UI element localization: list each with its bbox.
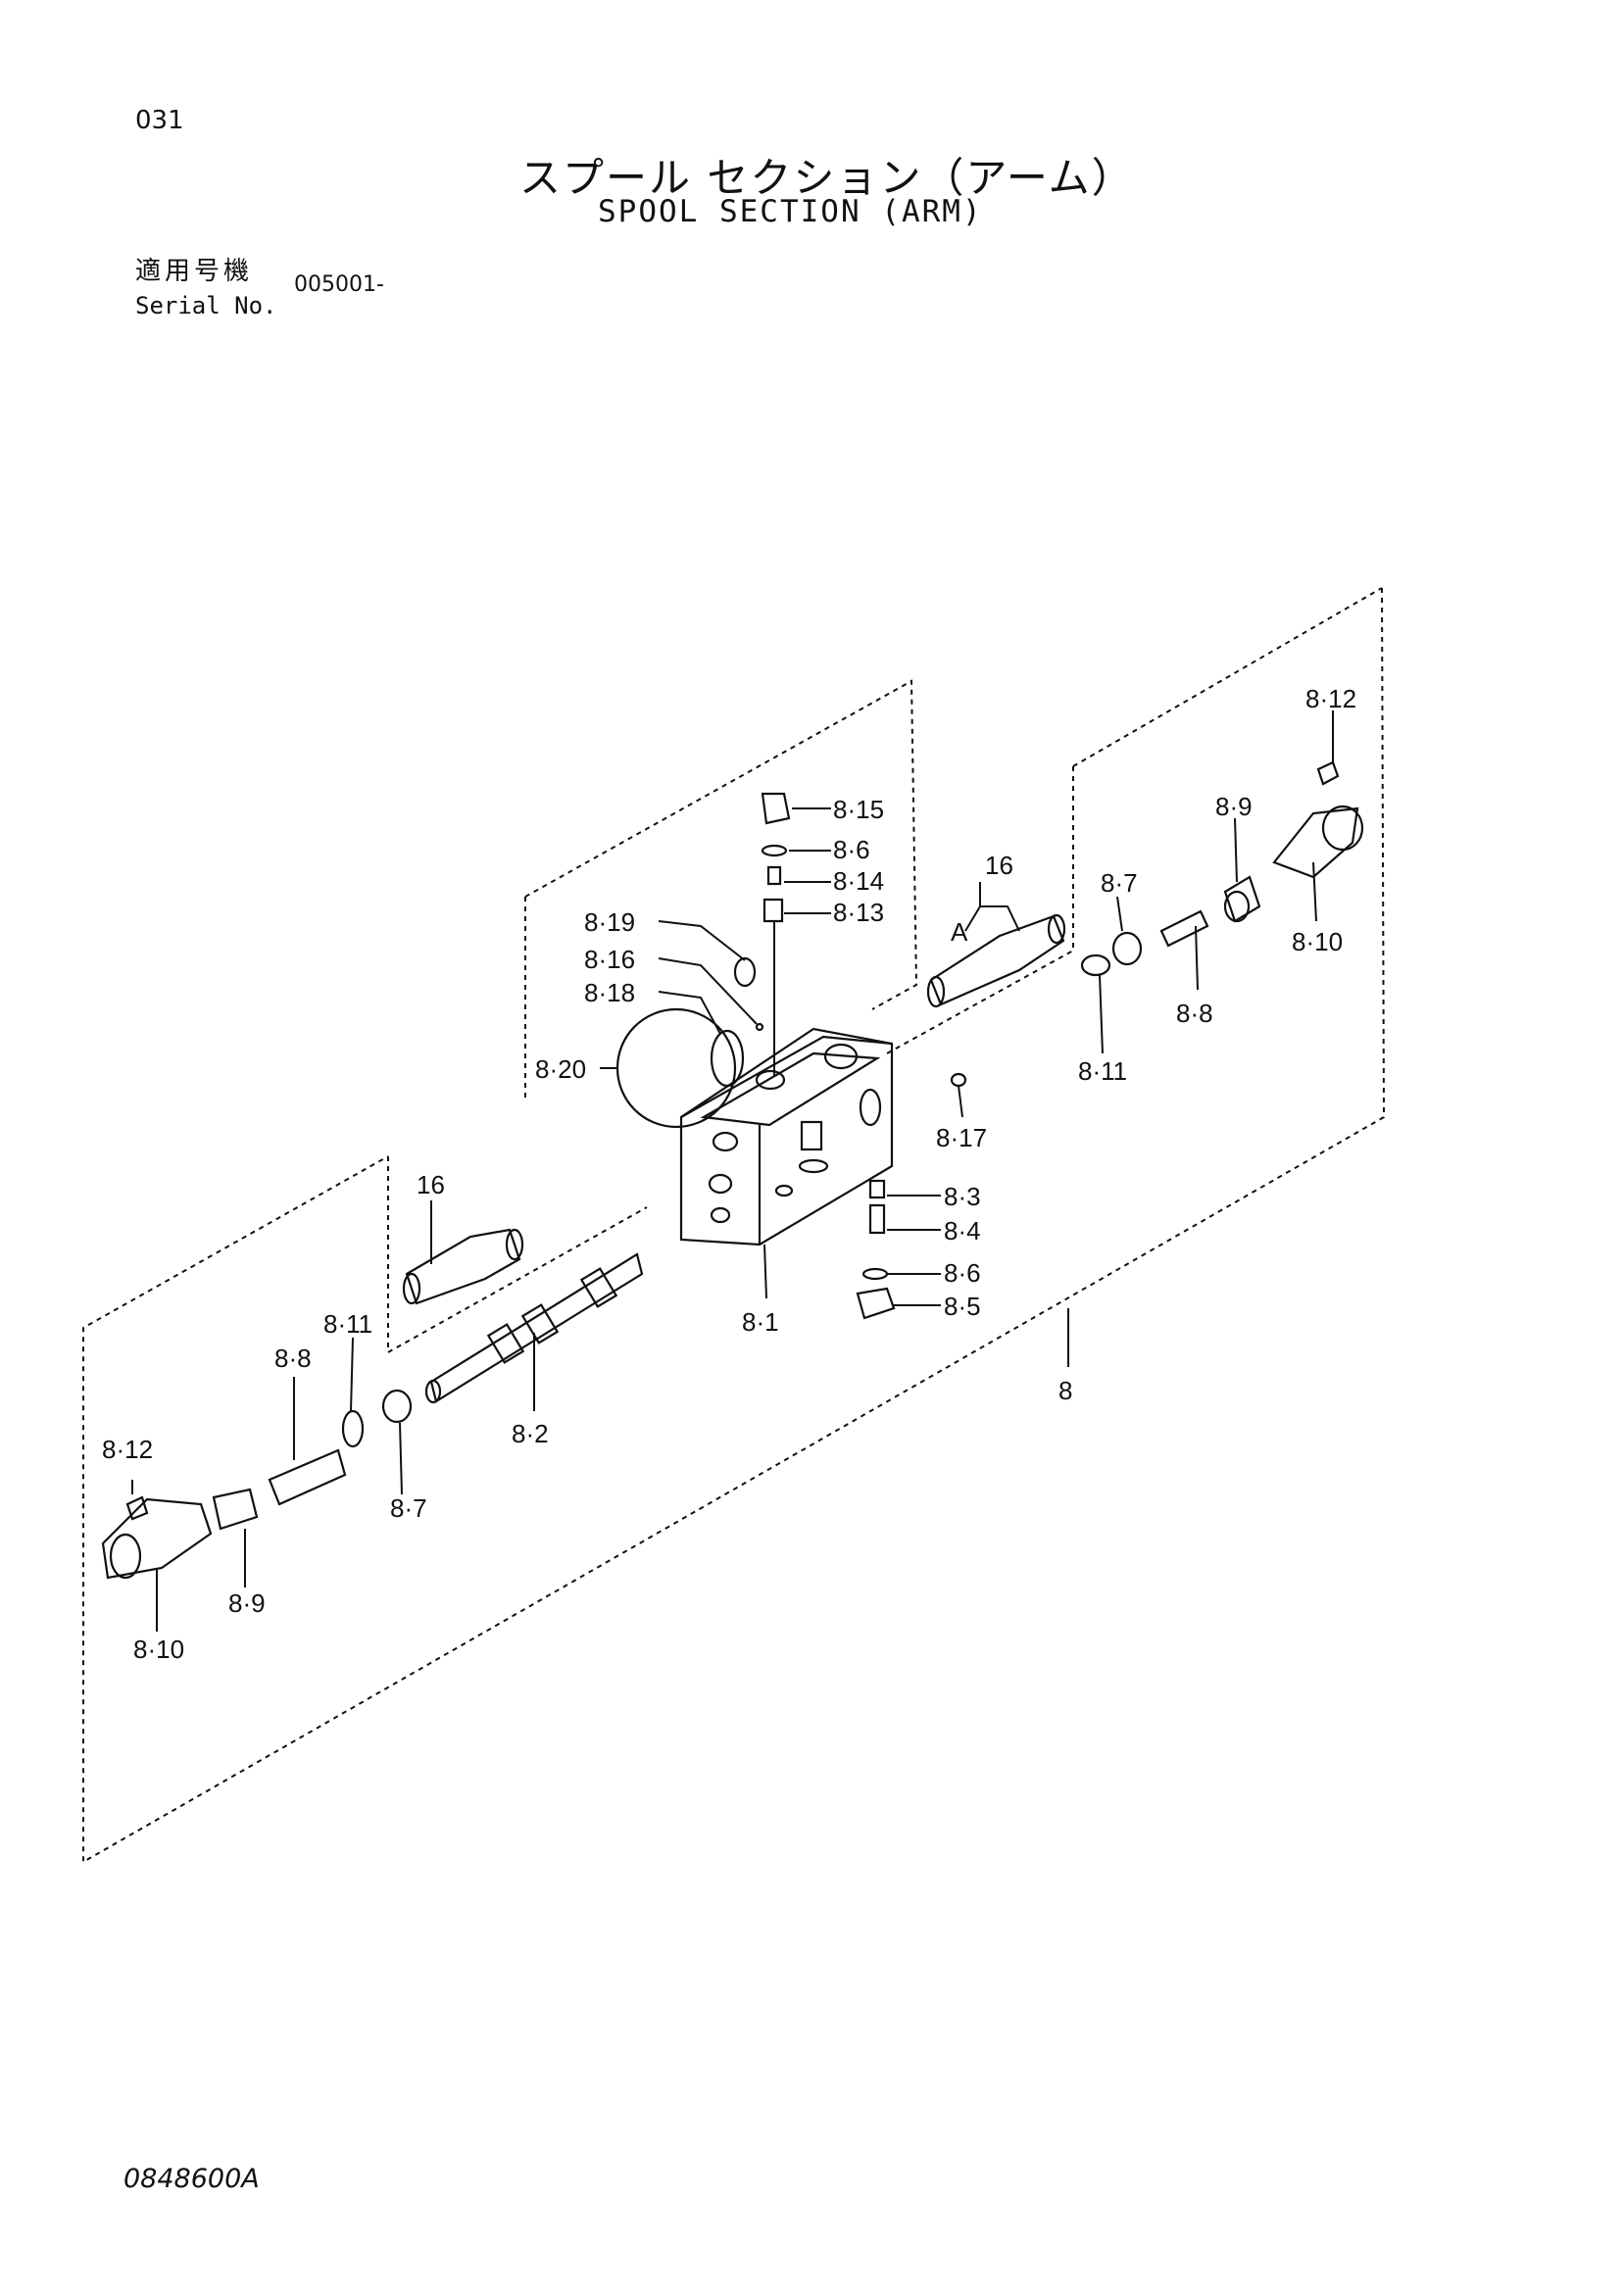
spool-8-2 — [424, 1252, 644, 1404]
callout-8-7-top: 8·7 — [1101, 868, 1138, 898]
dashed-outline-left-relief — [387, 1156, 648, 1354]
callout-8: 8 — [1058, 1376, 1072, 1405]
dashed-group-outlines — [82, 587, 1386, 1864]
callout-labels: 8·12 8·15 8·6 8·14 8·13 16 A 8·9 8·7 8·1… — [102, 684, 1356, 1664]
relief-valve-16-left — [402, 1228, 524, 1305]
left-side-parts — [101, 1389, 413, 1580]
callout-8-14: 8·14 — [833, 866, 884, 896]
title-english: SPOOL SECTION (ARM) — [598, 194, 983, 229]
callout-8-1: 8·1 — [742, 1307, 779, 1337]
callout-16-top: 16 — [985, 851, 1013, 880]
serial-value: 005001- — [294, 272, 384, 297]
callout-8-13: 8·13 — [833, 898, 884, 927]
callout-8-19: 8·19 — [584, 907, 635, 937]
callout-8-9-top: 8·9 — [1215, 792, 1253, 821]
callout-8-9-left: 8·9 — [228, 1588, 266, 1618]
callout-8-6-top: 8·6 — [833, 835, 870, 864]
callout-8-8-left: 8·8 — [274, 1343, 312, 1373]
leader-lines — [131, 710, 1334, 1632]
callout-8-6-bottom: 8·6 — [944, 1258, 981, 1288]
callout-16-left: 16 — [417, 1170, 445, 1199]
callout-8-12-top: 8·12 — [1305, 684, 1356, 713]
callout-8-11-left: 8·11 — [323, 1309, 372, 1339]
callout-8-12-left: 8·12 — [102, 1435, 153, 1464]
callout-8-8-top: 8·8 — [1176, 999, 1213, 1028]
page-number: 031 — [135, 106, 184, 135]
callout-8-16: 8·16 — [584, 945, 635, 974]
callout-8-4: 8·4 — [944, 1216, 981, 1246]
title-japanese: スプール セクション（アーム） — [519, 154, 1135, 202]
callout-8-2: 8·2 — [512, 1419, 549, 1448]
drawing-number: 0848600A — [123, 2164, 260, 2194]
callout-8-20: 8·20 — [535, 1054, 586, 1084]
callout-8-11-top: 8·11 — [1078, 1056, 1127, 1086]
dashed-outline-assembly-8 — [82, 587, 1386, 1864]
callout-8-10-left: 8·10 — [133, 1635, 184, 1664]
callout-8-10-top: 8·10 — [1292, 927, 1343, 956]
dashed-outline-right-relief — [886, 766, 1074, 1054]
serial-label-english: Serial No. — [135, 292, 277, 319]
right-side-parts — [1080, 760, 1364, 977]
callout-8-18: 8·18 — [584, 978, 635, 1007]
callout-a: A — [951, 917, 968, 947]
bottom-right-small-parts — [856, 1179, 896, 1320]
valve-block-8-1 — [679, 1027, 894, 1246]
callout-8-17: 8·17 — [936, 1123, 987, 1152]
callout-8-3: 8·3 — [944, 1182, 981, 1211]
callout-8-5: 8·5 — [944, 1292, 981, 1321]
callout-8-7-left: 8·7 — [390, 1493, 427, 1523]
relief-valve-16-right — [926, 913, 1066, 1008]
serial-label-japanese: 適用号機 — [135, 257, 254, 286]
callout-8-15: 8·15 — [833, 795, 884, 824]
dashed-outline-right-group — [1072, 587, 1383, 767]
